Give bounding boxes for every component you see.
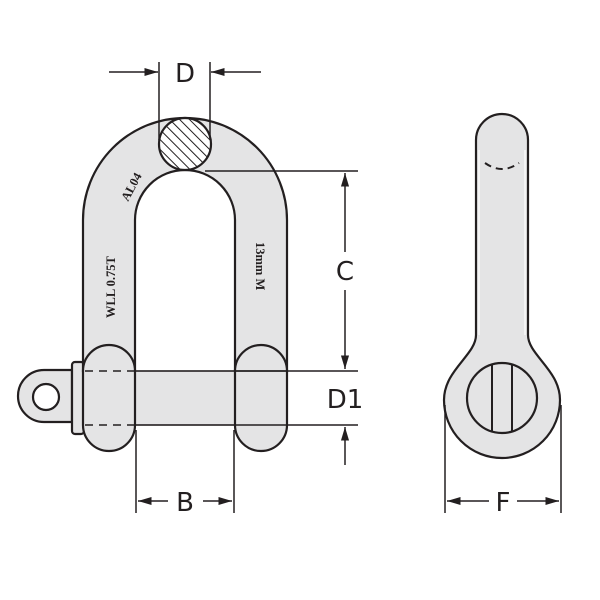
side-body [442,112,562,460]
dimension-F: F [444,405,562,518]
marking-wll: WLL 0.75T [104,256,118,318]
label-B: B [176,488,194,518]
marking-size: 13mm M [253,242,267,290]
side-view [442,112,562,460]
side-pin-hole [465,361,539,435]
dimension-D: D [109,59,261,140]
left-boss [81,343,137,453]
front-view: AL04 WLL 0.75T 13mm M [16,116,289,453]
dimension-D1: D1 [287,385,363,465]
right-boss [233,343,289,453]
pin-eye [16,360,86,436]
shackle-body [81,116,289,374]
pin-shaft [134,370,236,426]
label-D: D [175,59,195,89]
label-D1: D1 [327,385,364,415]
dimension-C: C [205,170,358,372]
label-F: F [496,488,511,518]
label-C: C [336,257,354,287]
dimension-B: B [135,430,235,518]
